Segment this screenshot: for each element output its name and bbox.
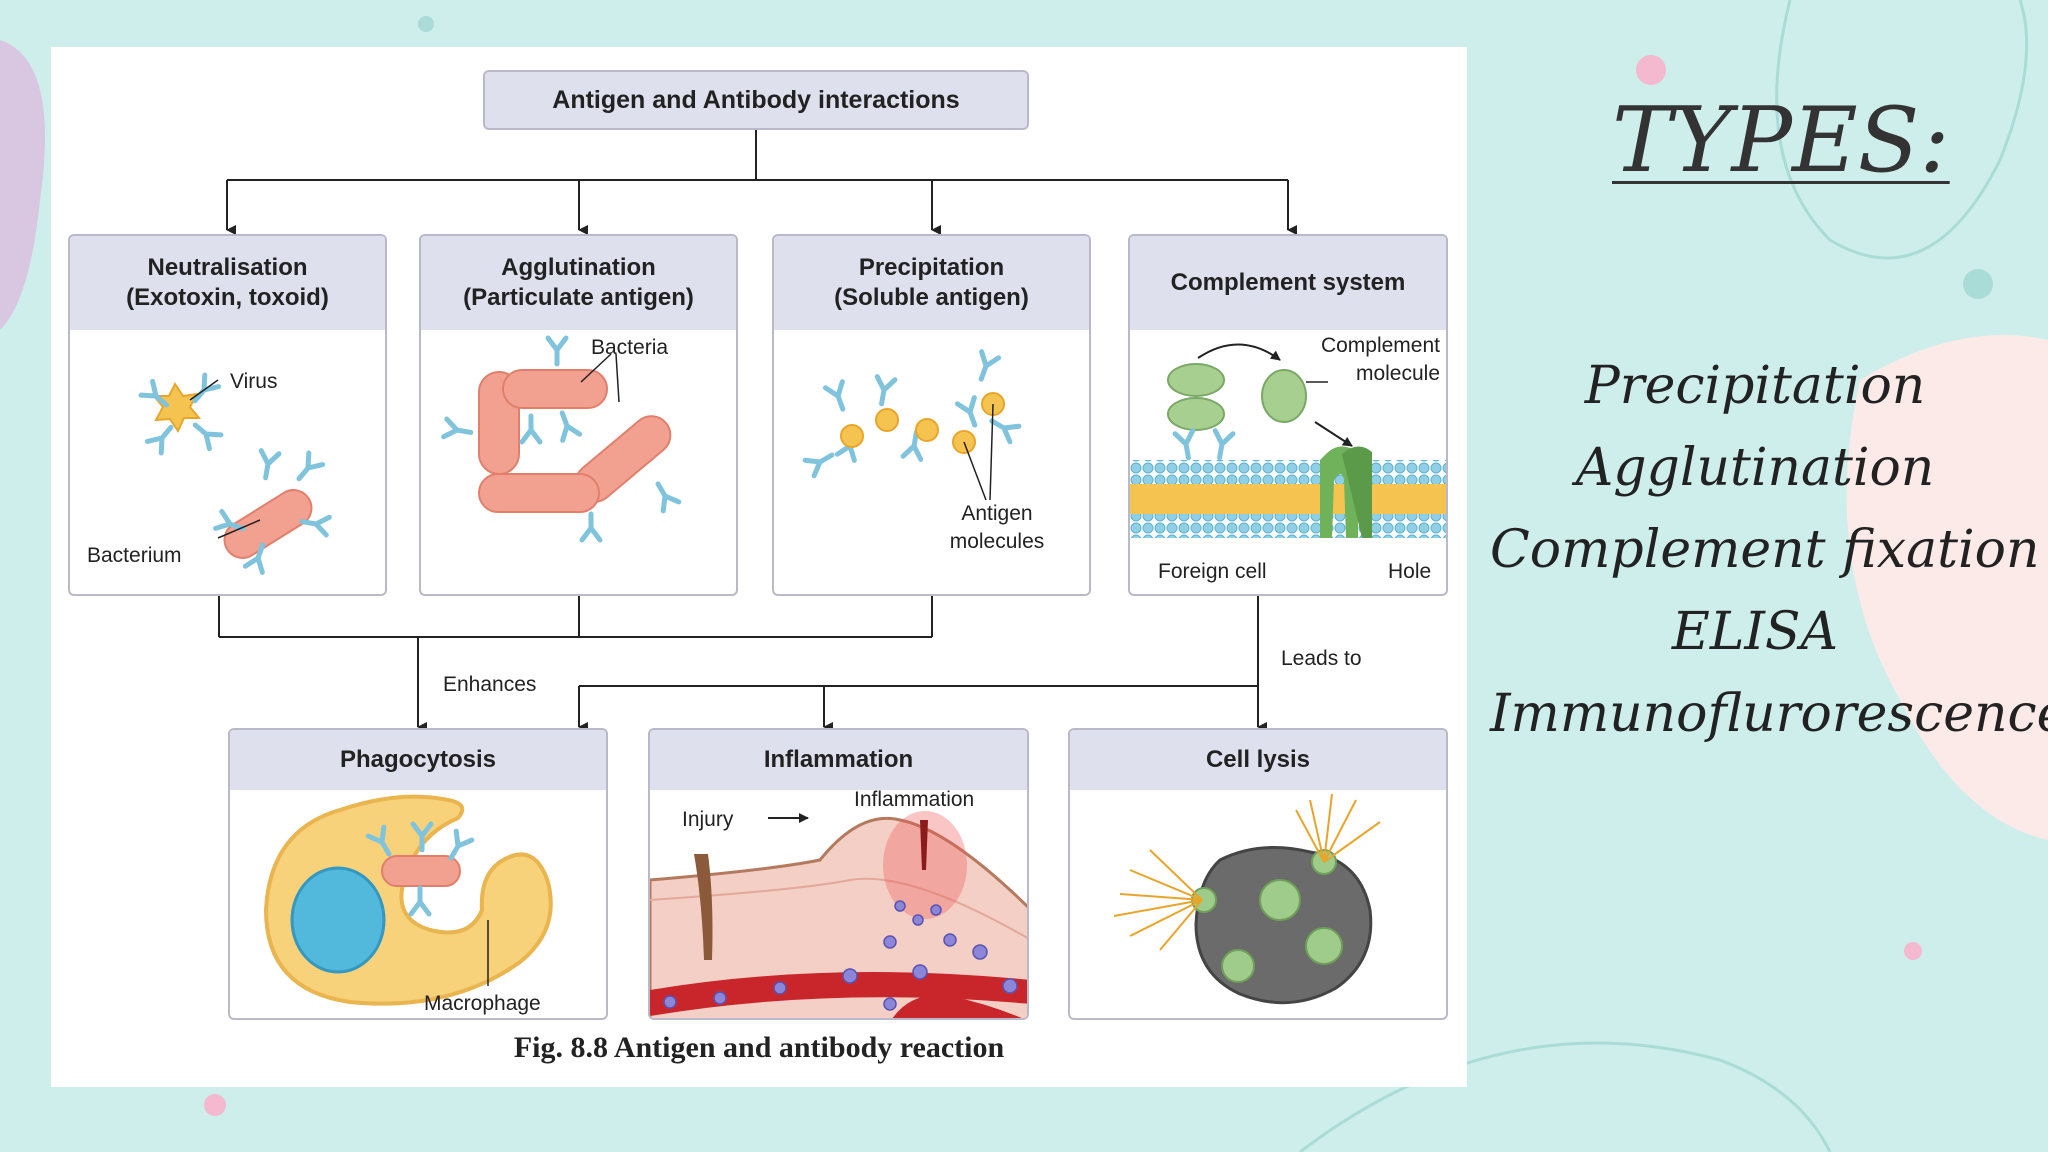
bottom-connectors (218, 596, 1267, 732)
precipitation-subtitle: (Soluble antigen) (834, 284, 1029, 311)
type-item: Precipitation (1584, 356, 1926, 416)
box-precipitation: Precipitation (Soluble antigen) Antigen … (772, 234, 1091, 596)
bacterium-label: Bacterium (87, 544, 182, 567)
type-item: Complement fixation (1490, 520, 2040, 580)
precipitation-illustration (774, 330, 1091, 501)
box-phagocytosis: Phagocytosis Macrophage (228, 728, 608, 1020)
agglutination-title: Agglutination (501, 254, 656, 281)
neutralisation-illustration (70, 330, 387, 596)
type-item: ELISA (1671, 602, 1839, 662)
type-item: Agglutination (1575, 438, 1935, 498)
figure-caption: Fig. 8.8 Antigen and antibody reaction (513, 1031, 1005, 1064)
leads-to-label: Leads to (1281, 647, 1362, 670)
agglutination-subtitle: (Particulate antigen) (463, 284, 694, 311)
box-agglutination: Agglutination (Particulate antigen) Bact… (419, 234, 738, 596)
top-connectors (226, 130, 1297, 235)
types-list: Precipitation Agglutination Complement f… (1490, 345, 2048, 755)
bacteria-label: Bacteria (591, 336, 669, 359)
molecule-label: molecule (1355, 362, 1440, 385)
hole-label: Hole (1388, 560, 1432, 583)
type-item: Immunoflurorescence (1490, 684, 2048, 744)
neutralisation-subtitle: (Exotoxin, toxoid) (126, 284, 329, 311)
molecules-label: molecules (949, 530, 1045, 553)
foreign-cell-label: Foreign cell (1158, 560, 1267, 583)
antigen-antibody-figure: Antigen and Antibody interactions Neutra… (51, 47, 1467, 1087)
box-complement-system: Complement system Complement molecule (1128, 234, 1448, 596)
virus-label: Virus (230, 370, 278, 393)
box-neutralisation: Neutralisation (Exotoxin, toxoid) Virus … (68, 234, 387, 596)
complement-label: Complement (1320, 334, 1440, 357)
phagocytosis-illustration (263, 794, 553, 1006)
phagocytosis-title: Phagocytosis (230, 730, 606, 790)
inflammation-site-label: Inflammation (854, 788, 975, 811)
cell-lysis-title: Cell lysis (1070, 730, 1446, 790)
complement-title: Complement system (1130, 236, 1446, 330)
enhances-label: Enhances (443, 673, 537, 696)
neutralisation-title: Neutralisation (147, 254, 308, 281)
inflammation-illustration (650, 811, 1027, 1018)
diagram-canvas (218, 130, 1297, 732)
antigen-label: Antigen (961, 502, 1033, 525)
box-inflammation: Inflammation Injury Inflammation (648, 728, 1029, 1020)
complement-illustration (1130, 343, 1446, 538)
inflammation-title: Inflammation (650, 730, 1027, 790)
types-heading: TYPES: (1612, 88, 1950, 193)
diagram-title: Antigen and Antibody interactions (483, 70, 1029, 130)
agglutination-illustration (421, 330, 738, 596)
cell-lysis-illustration (1113, 793, 1381, 1005)
box-cell-lysis: Cell lysis (1068, 728, 1448, 1020)
injury-label: Injury (682, 808, 734, 831)
precipitation-title: Precipitation (858, 254, 1005, 281)
macrophage-label: Macrophage (424, 992, 541, 1015)
